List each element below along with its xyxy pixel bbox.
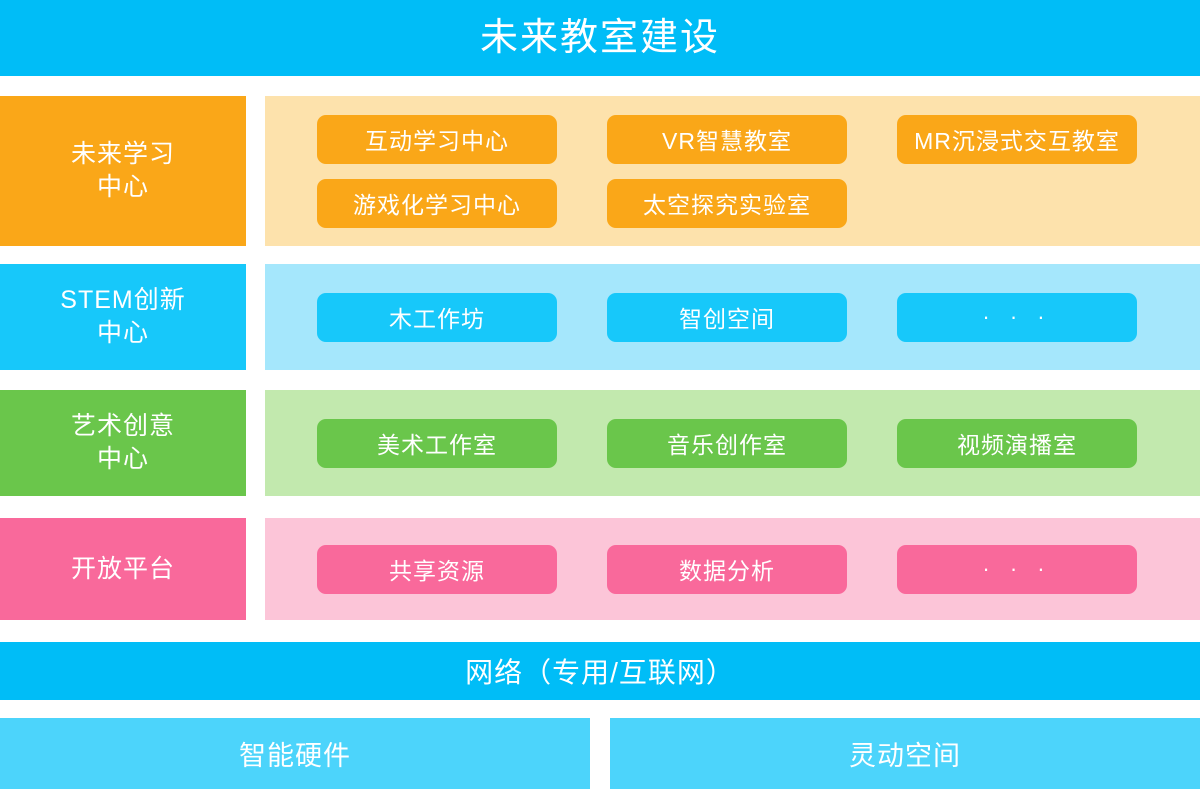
layer-row-stem-innovation-center: STEM创新 中心 木工作坊 智创空间 · · · — [0, 264, 1200, 370]
layer-row-future-learning-center: 未来学习 中心 互动学习中心 VR智慧教室 MR沉浸式交互教室 游戏化学习中心 … — [0, 96, 1200, 246]
foundation-box-flexible-space[interactable]: 灵动空间 — [610, 718, 1200, 789]
pill-video-broadcast-studio[interactable]: 视频演播室 — [897, 418, 1137, 468]
layer-label-future-learning-center: 未来学习 中心 — [0, 96, 246, 246]
layer-panel-stem-innovation-center: 木工作坊 智创空间 · · · — [265, 264, 1200, 370]
layer-row-art-creativity-center: 艺术创意 中心 美术工作室 音乐创作室 视频演播室 — [0, 390, 1200, 496]
pill-empty-slot — [897, 179, 1137, 228]
pill-row: 互动学习中心 VR智慧教室 MR沉浸式交互教室 — [265, 114, 1200, 164]
layer-panel-future-learning-center: 互动学习中心 VR智慧教室 MR沉浸式交互教室 游戏化学习中心 太空探究实验室 — [265, 96, 1200, 246]
network-layer-label: 网络（专用/互联网） — [465, 657, 735, 688]
layer-label-line-2: 中心 — [96, 445, 149, 473]
foundation-box-gap — [590, 718, 610, 789]
layer-label-line-1: 艺术创意 — [70, 412, 175, 440]
pill-smart-creation-space[interactable]: 智创空间 — [607, 292, 847, 342]
layer-label-line-2: 中心 — [96, 173, 149, 201]
layer-label-line-1: 未来学习 — [70, 140, 175, 168]
pill-more-ellipsis[interactable]: · · · — [897, 292, 1137, 342]
pill-space-exploration-lab[interactable]: 太空探究实验室 — [607, 178, 847, 228]
pill-woodworking-workshop[interactable]: 木工作坊 — [317, 292, 557, 342]
pill-row: 美术工作室 音乐创作室 视频演播室 — [265, 418, 1200, 468]
pill-music-creation-studio[interactable]: 音乐创作室 — [607, 418, 847, 468]
pill-row: 游戏化学习中心 太空探究实验室 — [265, 178, 1200, 228]
layer-panel-open-platform: 共享资源 数据分析 · · · — [265, 518, 1200, 620]
pill-interactive-learning-center[interactable]: 互动学习中心 — [317, 114, 557, 164]
layer-label-line-1: STEM创新 — [60, 286, 186, 314]
foundation-box-smart-hardware[interactable]: 智能硬件 — [0, 718, 590, 789]
pill-row: 共享资源 数据分析 · · · — [265, 544, 1200, 594]
pill-more-ellipsis[interactable]: · · · — [897, 544, 1137, 594]
pill-shared-resources[interactable]: 共享资源 — [317, 544, 557, 594]
pill-art-studio[interactable]: 美术工作室 — [317, 418, 557, 468]
pill-gamified-learning-center[interactable]: 游戏化学习中心 — [317, 178, 557, 228]
pill-mr-immersive-classroom[interactable]: MR沉浸式交互教室 — [897, 114, 1137, 164]
pill-data-analytics[interactable]: 数据分析 — [607, 544, 847, 594]
layer-row-open-platform: 开放平台 共享资源 数据分析 · · · — [0, 518, 1200, 620]
layer-panel-art-creativity-center: 美术工作室 音乐创作室 视频演播室 — [265, 390, 1200, 496]
foundation-layer-row: 智能硬件 灵动空间 — [0, 718, 1200, 789]
layer-label-open-platform: 开放平台 — [0, 518, 246, 620]
diagram-title-bar: 未来教室建设 — [0, 0, 1200, 76]
pill-vr-smart-classroom[interactable]: VR智慧教室 — [607, 114, 847, 164]
page-title: 未来教室建设 — [479, 17, 720, 59]
layer-label-art-creativity-center: 艺术创意 中心 — [0, 390, 246, 496]
pill-row: 木工作坊 智创空间 · · · — [265, 292, 1200, 342]
network-layer-bar: 网络（专用/互联网） — [0, 642, 1200, 700]
layer-label-stem-innovation-center: STEM创新 中心 — [0, 264, 246, 370]
layer-label-line-2: 中心 — [96, 319, 149, 347]
layer-label-line-1: 开放平台 — [70, 554, 175, 583]
